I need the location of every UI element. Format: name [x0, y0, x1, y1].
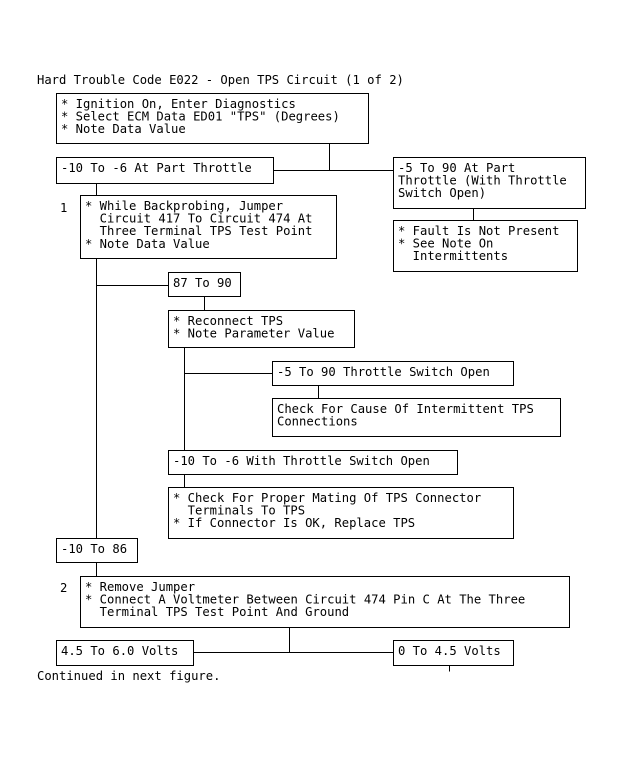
page-title: Hard Trouble Code E022 - Open TPS Circui…	[37, 73, 404, 87]
box-text-line: * Reconnect TPS	[173, 314, 283, 328]
box-frame	[56, 93, 369, 144]
box-frame	[168, 310, 355, 348]
box-frame	[168, 487, 514, 539]
box-frame	[272, 398, 561, 437]
box-text-line: 0 To 4.5 Volts	[398, 644, 501, 658]
flowchart-nodes: * Ignition On, Enter Diagnostics* Select…	[56, 93, 586, 666]
box-text-line: Check For Cause Of Intermittent TPS	[277, 402, 534, 416]
box-text-line: Three Terminal TPS Test Point	[85, 224, 312, 238]
box-text-line: * Connect A Voltmeter Between Circuit 47…	[85, 593, 525, 607]
box-text-line: -10 To -6 With Throttle Switch Open	[173, 454, 430, 468]
box-text-line: * Note Data Value	[85, 237, 210, 251]
box-frame	[393, 220, 578, 272]
box-frame	[56, 640, 194, 666]
box-intermittent: Check For Cause Of Intermittent TPSConne…	[272, 398, 561, 437]
box-text-line: -10 To -6 At Part Throttle	[61, 161, 252, 175]
step-number-2: 2	[60, 581, 67, 595]
box-switch-open-high: -5 To 90 Throttle Switch Open	[272, 361, 514, 386]
box-frame	[80, 195, 337, 259]
box-text-line: * Remove Jumper	[85, 580, 195, 594]
box-text-line: Switch Open)	[398, 186, 486, 200]
box-frame	[168, 450, 458, 475]
box-text-line: * Fault Is Not Present	[398, 224, 559, 238]
box-text-line: -5 To 90 At Part	[398, 161, 515, 175]
box-reconnect: * Reconnect TPS* Note Parameter Value	[168, 310, 355, 348]
box-frame	[393, 157, 586, 209]
box-mating: * Check For Proper Mating Of TPS Connect…	[168, 487, 514, 539]
connector-lines	[96, 143, 474, 672]
box-fault-not-present: * Fault Is Not Present* See Note On Inte…	[393, 220, 578, 272]
box-switch-open-low: -10 To -6 With Throttle Switch Open	[168, 450, 458, 475]
box-volts-low: 0 To 4.5 Volts	[393, 640, 514, 666]
box-text-line: Throttle (With Throttle	[398, 174, 567, 188]
box-text-line: * While Backprobing, Jumper	[85, 199, 283, 213]
box-volts-high: 4.5 To 6.0 Volts	[56, 640, 194, 666]
box-text-line: Connections	[277, 415, 358, 429]
box-text-line: 4.5 To 6.0 Volts	[61, 644, 178, 658]
box-text-line: * Note Parameter Value	[173, 327, 334, 341]
box-text-line: Terminals To TPS	[173, 504, 305, 518]
box-frame	[56, 157, 274, 184]
box-text-line: * Ignition On, Enter Diagnostics	[61, 97, 296, 111]
continued-note: Continued in next figure.	[37, 669, 220, 683]
box-text-line: * If Connector Is OK, Replace TPS	[173, 516, 415, 530]
step-number-1: 1	[60, 201, 67, 215]
box-start: * Ignition On, Enter Diagnostics* Select…	[56, 93, 369, 144]
box-text-line: * See Note On	[398, 237, 493, 251]
box-text-line: * Select ECM Data ED01 "TPS" (Degrees)	[61, 110, 340, 124]
box-text-line: Terminal TPS Test Point And Ground	[85, 605, 349, 619]
box-frame	[80, 576, 570, 628]
box-text-line: -5 To 90 Throttle Switch Open	[277, 365, 490, 379]
box-text-line: Intermittents	[398, 249, 508, 263]
box-range-87-90: 87 To 90	[168, 272, 241, 297]
box-text-line: 87 To 90	[173, 276, 232, 290]
flowchart-labels: Hard Trouble Code E022 - Open TPS Circui…	[37, 73, 404, 683]
box-frame	[272, 361, 514, 386]
box-text-line: * Check For Proper Mating Of TPS Connect…	[173, 491, 481, 505]
box-frame	[168, 272, 241, 297]
box-frame	[393, 640, 514, 666]
box-range-10-86: -10 To 86	[56, 538, 138, 563]
box-voltmeter: * Remove Jumper* Connect A Voltmeter Bet…	[80, 576, 570, 628]
box-text-line: Circuit 417 To Circuit 474 At	[85, 212, 312, 226]
box-text-line: * Note Data Value	[61, 122, 186, 136]
box-jumper: * While Backprobing, Jumper Circuit 417 …	[80, 195, 337, 259]
box-frame	[56, 538, 138, 563]
box-part-throttle-low: -10 To -6 At Part Throttle	[56, 157, 274, 184]
box-text-line: -10 To 86	[61, 542, 127, 556]
